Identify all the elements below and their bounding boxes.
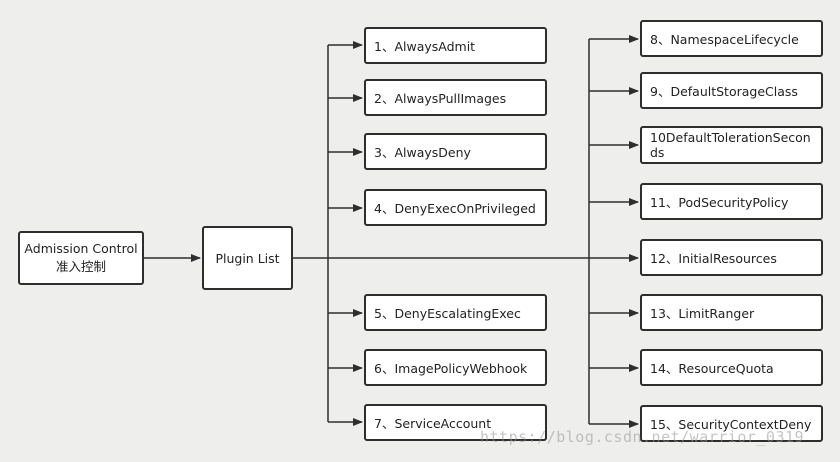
plugin-node-resource-quota[interactable]: 14、ResourceQuota (640, 349, 823, 386)
plugin-node-image-policy-webhook[interactable]: 6、ImagePolicyWebhook (364, 349, 547, 386)
plugin-label: 9、DefaultStorageClass (650, 84, 798, 99)
plugin-node-service-account[interactable]: 7、ServiceAccount (364, 404, 547, 441)
plugin-node-always-pull-images[interactable]: 2、AlwaysPullImages (364, 79, 547, 116)
plugin-node-limit-ranger[interactable]: 13、LimitRanger (640, 294, 823, 331)
admission-control-node[interactable]: Admission Control 准入控制 (18, 231, 144, 285)
plugin-label: 4、DenyExecOnPrivileged (374, 201, 536, 216)
plugin-label: 7、ServiceAccount (374, 416, 492, 431)
plugin-label: 14、ResourceQuota (650, 361, 774, 376)
admission-control-subtitle: 准入控制 (55, 259, 106, 274)
watermark-text: https://blog.csdn.net/warrior_0319 (480, 428, 805, 446)
plugin-node-security-context-deny[interactable]: 15、SecurityContextDeny (640, 405, 823, 442)
plugin-node-deny-exec-on-privileged[interactable]: 4、DenyExecOnPrivileged (364, 189, 547, 226)
plugin-label: 3、AlwaysDeny (374, 145, 471, 160)
plugin-node-always-admit[interactable]: 1、AlwaysAdmit (364, 27, 547, 64)
plugin-label: 12、InitialResources (650, 251, 777, 266)
plugin-list-node[interactable]: Plugin List (202, 226, 293, 290)
plugin-node-default-toleration-seconds[interactable]: 10DefaultTolerationSeconds (640, 126, 823, 164)
plugin-label: 5、DenyEscalatingExec (374, 306, 521, 321)
plugin-label: 11、PodSecurityPolicy (650, 195, 789, 210)
plugin-node-initial-resources[interactable]: 12、InitialResources (640, 239, 823, 276)
admission-control-title: Admission Control (24, 241, 138, 256)
plugin-node-deny-escalating-exec[interactable]: 5、DenyEscalatingExec (364, 294, 547, 331)
plugin-label: 2、AlwaysPullImages (374, 91, 507, 106)
plugin-label: 1、AlwaysAdmit (374, 39, 476, 54)
plugin-label: 8、NamespaceLifecycle (650, 32, 799, 47)
plugin-list-label: Plugin List (215, 250, 280, 266)
plugin-label: 15、SecurityContextDeny (650, 417, 812, 432)
plugin-node-pod-security-policy[interactable]: 11、PodSecurityPolicy (640, 183, 823, 220)
plugin-node-default-storage-class[interactable]: 9、DefaultStorageClass (640, 72, 823, 109)
plugin-node-namespace-lifecycle[interactable]: 8、NamespaceLifecycle (640, 20, 823, 57)
plugin-label: 13、LimitRanger (650, 306, 755, 321)
plugin-node-always-deny[interactable]: 3、AlwaysDeny (364, 133, 547, 170)
plugin-label: 10DefaultTolerationSeconds (650, 130, 811, 160)
plugin-label: 6、ImagePolicyWebhook (374, 361, 528, 376)
